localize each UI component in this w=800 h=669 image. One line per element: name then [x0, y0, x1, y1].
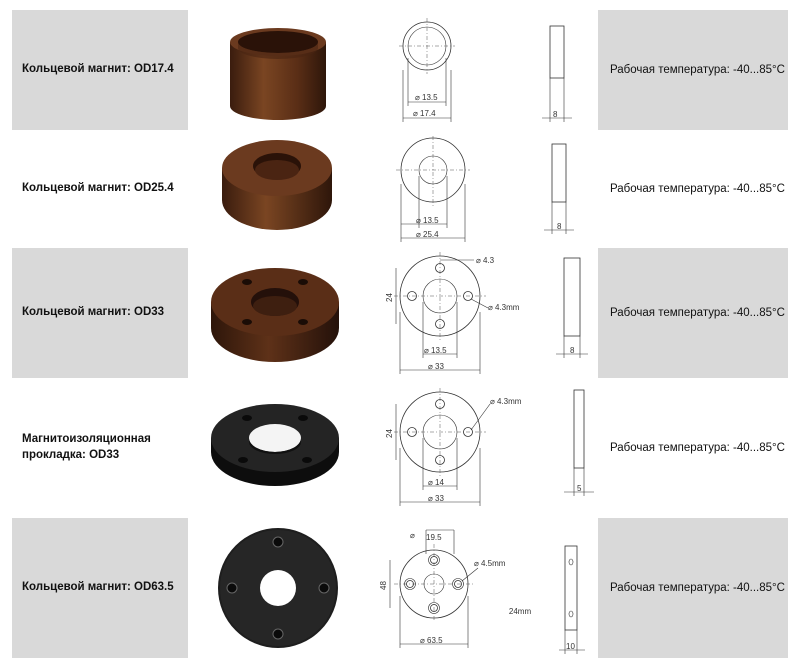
side-view-drawing: 10: [559, 545, 585, 654]
product-row-2: Кольцевой магнит: OD25.4 ⌀13.5 ⌀25.4 8 Р…: [0, 130, 800, 248]
svg-text:4.3mm: 4.3mm: [495, 303, 520, 312]
svg-text:63.5: 63.5: [427, 636, 443, 645]
svg-text:⌀: ⌀: [428, 494, 433, 503]
temperature-cell: Рабочая температура: -40...85°C: [598, 130, 788, 248]
svg-text:4.3mm: 4.3mm: [497, 397, 522, 406]
svg-text:25.4: 25.4: [423, 230, 439, 239]
svg-text:5: 5: [577, 484, 582, 493]
svg-text:8: 8: [553, 110, 558, 119]
svg-text:14: 14: [435, 478, 444, 487]
temperature-text: Рабочая температура: -40...85°C: [610, 582, 785, 594]
svg-text:⌀: ⌀: [420, 636, 425, 645]
svg-text:8: 8: [570, 346, 575, 355]
svg-text:24mm: 24mm: [509, 607, 532, 616]
svg-text:⌀: ⌀: [428, 478, 433, 487]
product-name-cell: Кольцевой магнит: OD33: [12, 248, 188, 378]
svg-text:24: 24: [385, 293, 394, 302]
svg-text:⌀: ⌀: [416, 216, 421, 225]
product-3d-image: [211, 404, 339, 486]
product-name: Кольцевой магнит: OD63.5: [22, 581, 174, 594]
product-3d-image: [218, 528, 338, 648]
svg-text:⌀: ⌀: [488, 303, 493, 312]
front-view-drawing: ⌀4.3 ⌀4.3mm 24 ⌀13.5 ⌀33: [385, 252, 520, 374]
svg-text:⌀: ⌀: [476, 256, 481, 265]
front-view-drawing: ⌀13.5 ⌀17.4: [399, 18, 455, 122]
svg-text:24: 24: [385, 429, 394, 438]
side-view-drawing: 8: [542, 25, 572, 122]
product-row-3: Кольцевой магнит: OD33 ⌀4.3 ⌀4.3mm 24: [0, 248, 800, 378]
product-row-4: Магнитоизоляционная прокладка: OD33 ⌀4.3…: [0, 378, 800, 518]
temperature-cell: Рабочая температура: -40...85°C: [598, 10, 788, 130]
product-3d-image: [211, 268, 339, 362]
svg-text:8: 8: [557, 222, 562, 231]
temperature-cell: Рабочая температура: -40...85°C: [598, 378, 788, 518]
svg-text:17.4: 17.4: [420, 109, 436, 118]
temperature-cell: Рабочая температура: -40...85°C: [598, 248, 788, 378]
temperature-text: Рабочая температура: -40...85°C: [610, 442, 785, 454]
svg-text:19.5: 19.5: [426, 533, 442, 542]
front-view-drawing: ⌀4.3mm 24 ⌀14 ⌀33: [385, 388, 522, 506]
product-name-cell: Кольцевой магнит: OD17.4: [12, 10, 188, 130]
product-3d-image: [230, 28, 326, 120]
svg-text:⌀: ⌀: [490, 397, 495, 406]
product-name-cell: Кольцевой магнит: OD63.5: [12, 518, 188, 658]
temperature-text: Рабочая температура: -40...85°C: [610, 183, 785, 195]
svg-text:⌀: ⌀: [415, 93, 420, 102]
product-row-5: Кольцевой магнит: OD63.5 ⌀19.5 ⌀4.5mm 48…: [0, 518, 800, 658]
temperature-cell: Рабочая температура: -40...85°C: [598, 518, 788, 658]
temperature-text: Рабочая температура: -40...85°C: [610, 64, 785, 76]
svg-text:13.5: 13.5: [431, 346, 447, 355]
svg-text:4.3: 4.3: [483, 256, 495, 265]
product-name: Магнитоизоляционная прокладка: OD33: [22, 433, 151, 461]
product-name: Кольцевой магнит: OD17.4: [22, 63, 174, 76]
product-name: Кольцевой магнит: OD25.4: [22, 182, 174, 195]
svg-text:⌀: ⌀: [416, 230, 421, 239]
svg-text:⌀: ⌀: [474, 559, 479, 568]
svg-text:48: 48: [379, 581, 388, 590]
svg-text:⌀: ⌀: [410, 531, 415, 540]
svg-text:⌀: ⌀: [428, 362, 433, 371]
product-name-cell: Магнитоизоляционная прокладка: OD33: [12, 378, 188, 518]
svg-text:4.5mm: 4.5mm: [481, 559, 506, 568]
svg-text:10: 10: [566, 642, 575, 651]
product-row-1: Кольцевой магнит: OD17.4 ⌀13.5 ⌀17.4 8 Р…: [0, 10, 800, 130]
side-view-drawing: 5: [564, 389, 594, 496]
svg-text:33: 33: [435, 494, 444, 503]
product-name-cell: Кольцевой магнит: OD25.4: [12, 130, 188, 248]
svg-text:⌀: ⌀: [424, 346, 429, 355]
svg-text:33: 33: [435, 362, 444, 371]
svg-text:⌀: ⌀: [413, 109, 418, 118]
product-3d-image: [222, 140, 332, 230]
temperature-text: Рабочая температура: -40...85°C: [610, 307, 785, 319]
front-view-drawing: ⌀19.5 ⌀4.5mm 48 ⌀63.5 24mm: [379, 529, 532, 648]
svg-text:13.5: 13.5: [423, 216, 439, 225]
side-view-drawing: 8: [544, 143, 574, 234]
product-name: Кольцевой магнит: OD33: [22, 306, 165, 319]
front-view-drawing: ⌀13.5 ⌀25.4: [396, 136, 470, 242]
side-view-drawing: 8: [556, 257, 588, 358]
svg-text:13.5: 13.5: [422, 93, 438, 102]
